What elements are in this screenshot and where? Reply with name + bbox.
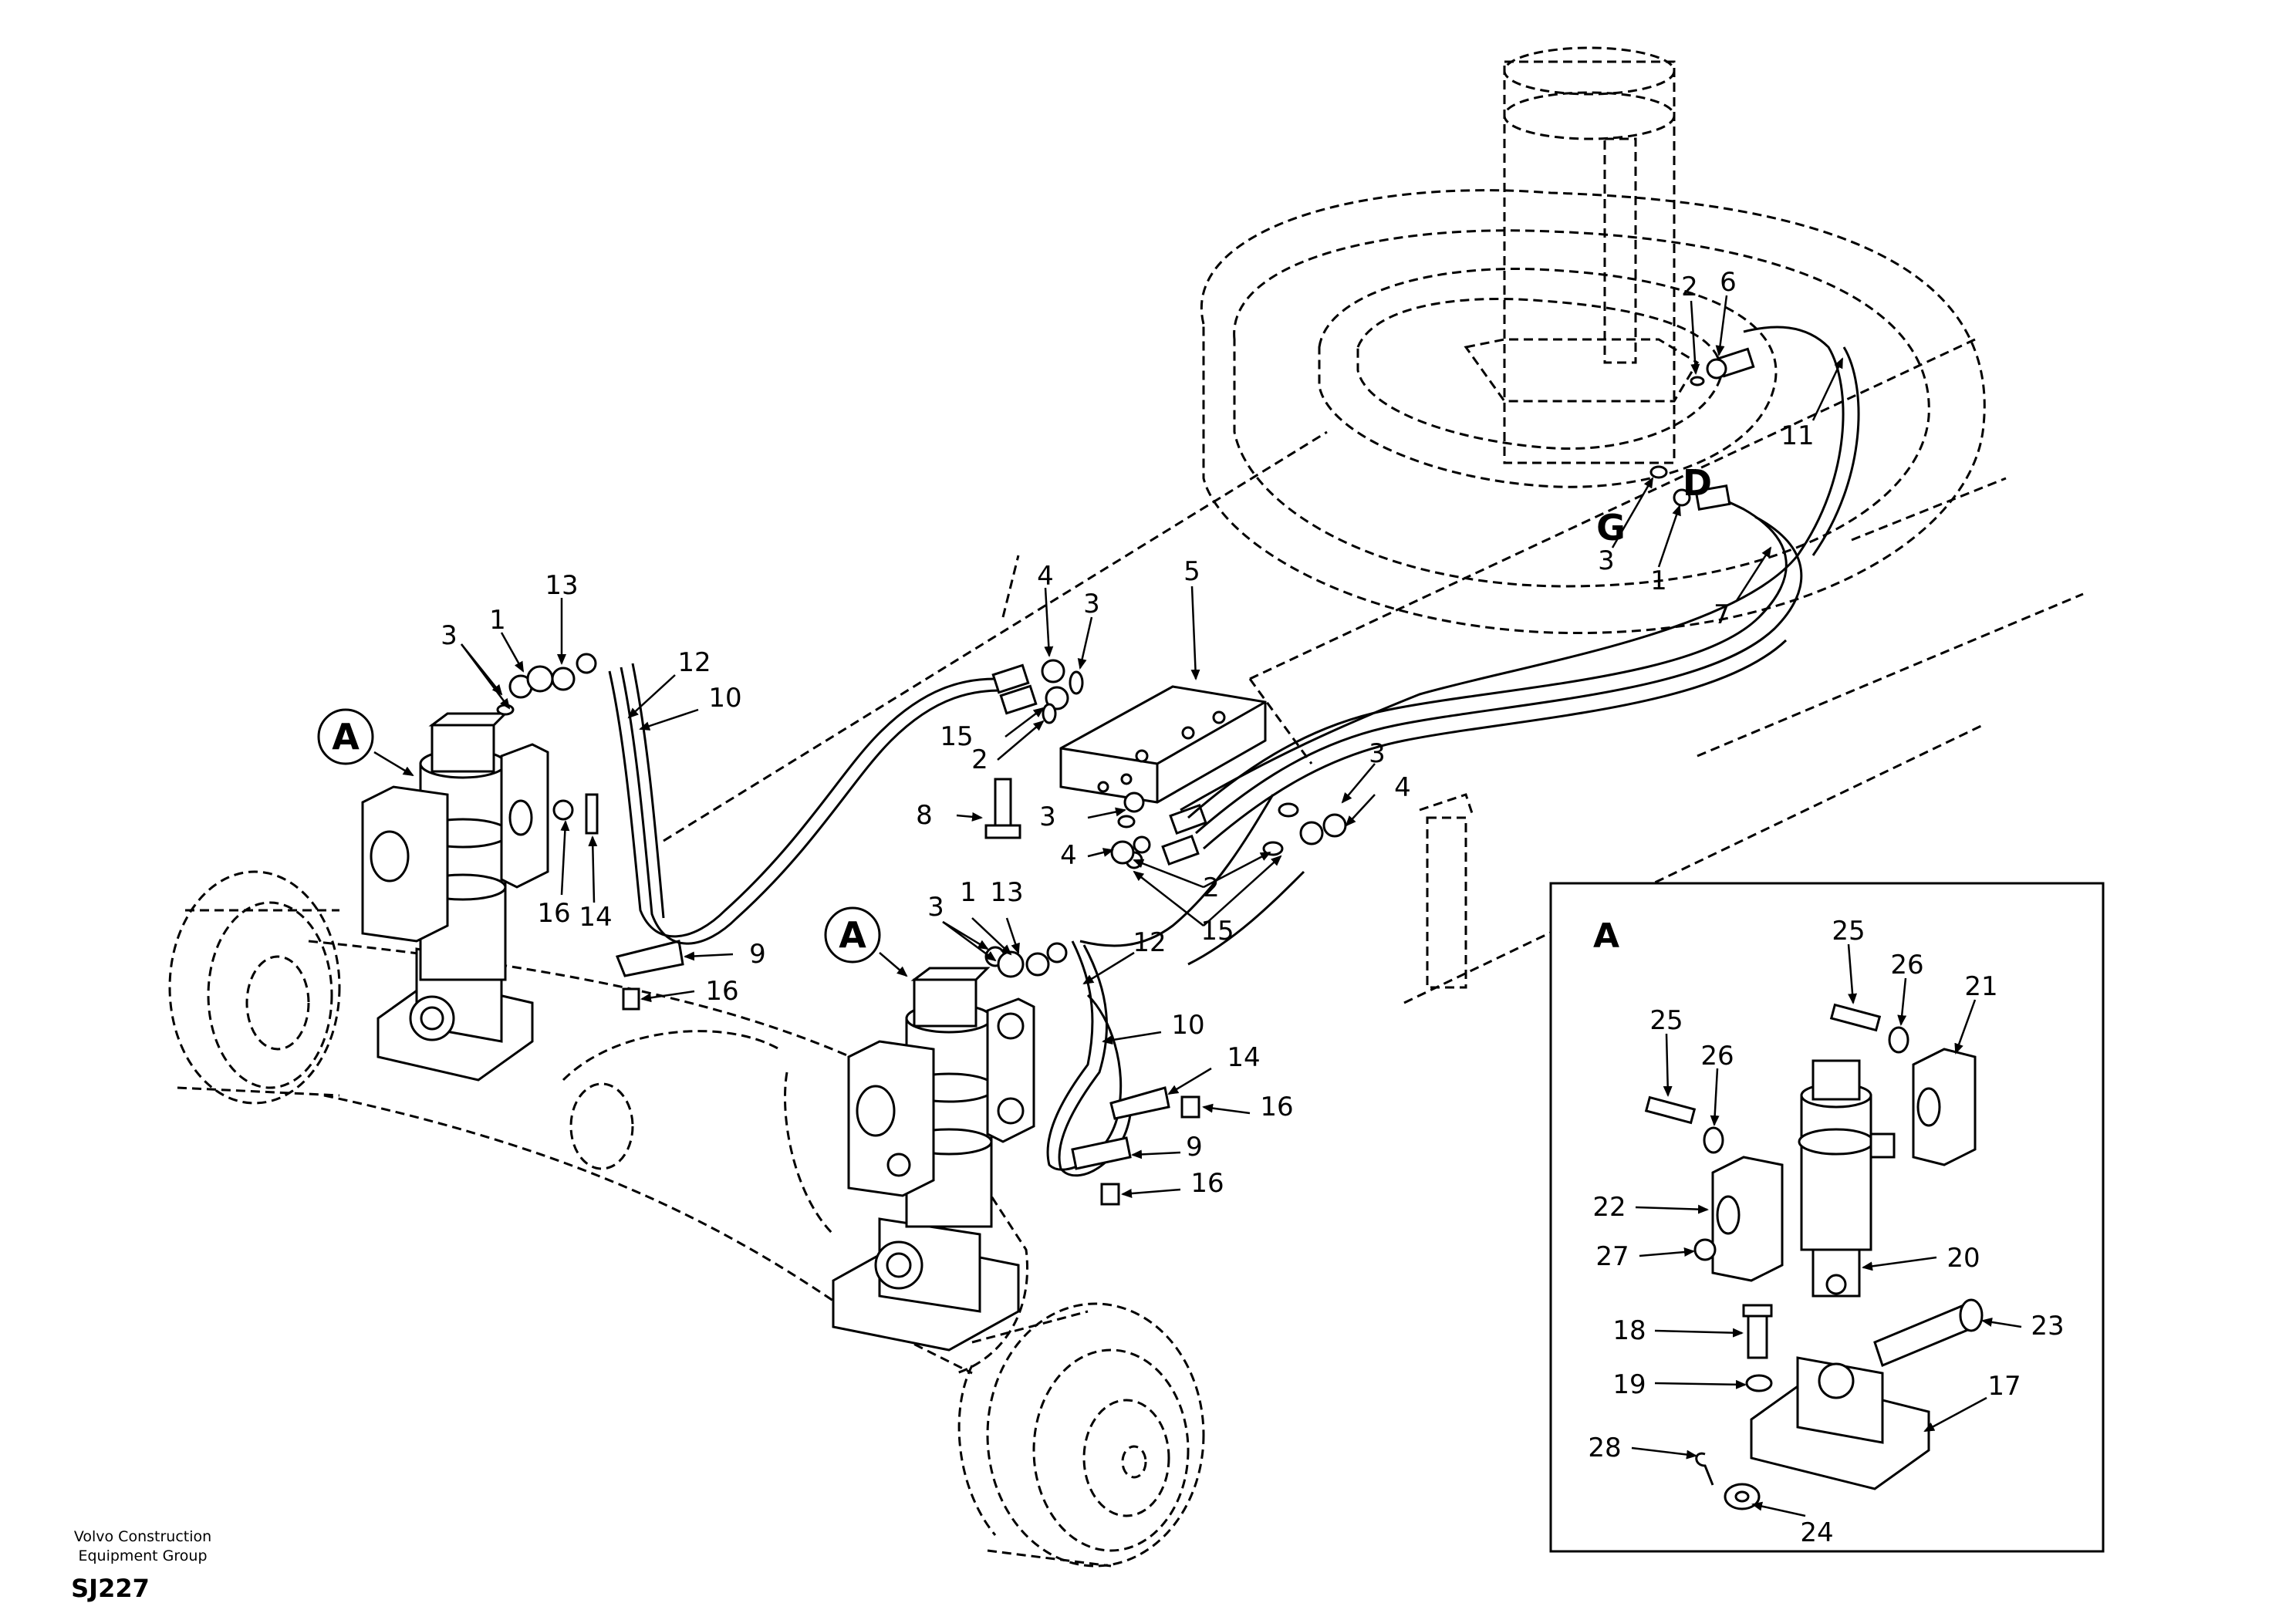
part-number: 13 (545, 570, 578, 601)
part-number: 20 (1947, 1243, 1980, 1274)
part-number: 3 (1083, 589, 1100, 619)
part-number: 3 (1369, 738, 1386, 769)
inset-detail-a (1549, 882, 2105, 1553)
part-number: 4 (1037, 561, 1054, 592)
part-number: 18 (1612, 1315, 1646, 1346)
part-number: 13 (990, 877, 1023, 908)
part-number: 25 (1649, 1005, 1683, 1036)
part-number: 14 (1227, 1042, 1260, 1073)
part-number: 26 (1700, 1041, 1734, 1072)
part-number: 3 (1039, 802, 1056, 832)
part-number: 14 (579, 902, 612, 933)
part-number: 19 (1612, 1369, 1646, 1400)
part-number: 2 (1681, 272, 1698, 302)
part-number: 11 (1781, 420, 1814, 451)
part-number: 12 (677, 647, 711, 678)
port-d-label: D (1683, 462, 1712, 504)
part-number: 6 (1720, 267, 1737, 298)
port-g-label: G (1596, 507, 1626, 548)
part-number: 16 (1190, 1168, 1224, 1199)
part-number: 15 (1200, 916, 1234, 947)
inset-title: A (1593, 916, 1619, 956)
distribution-block-and-hoses (608, 326, 1860, 966)
part-numbers: 13 1 3 12 10 16 14 9 16 4 3 5 15 2 8 3 4… (441, 267, 2064, 1548)
part-number: 1 (489, 605, 506, 636)
part-number: 25 (1832, 916, 1865, 947)
part-number: 3 (441, 620, 458, 651)
part-number: 21 (1964, 971, 1997, 1002)
part-number: 2 (1203, 872, 1220, 903)
part-number: 3 (927, 892, 944, 923)
part-number: 16 (1260, 1092, 1293, 1122)
part-number: 17 (1987, 1371, 2021, 1402)
company-name-line1: Volvo Construction (74, 1528, 211, 1545)
part-number: 8 (916, 800, 933, 831)
part-number: 24 (1800, 1517, 1833, 1548)
part-number: 27 (1595, 1241, 1629, 1272)
part-number: 2 (971, 744, 988, 775)
part-number: 15 (940, 721, 973, 752)
company-name-line2: Equipment Group (78, 1547, 207, 1564)
part-number: 26 (1890, 950, 1923, 980)
part-number: 9 (749, 939, 766, 970)
callout-a-left-label: A (332, 716, 360, 758)
part-number: 4 (1060, 840, 1077, 871)
part-number: 12 (1133, 927, 1166, 958)
drawing-code: SJ227 (71, 1574, 150, 1603)
callout-a-left: A (317, 708, 374, 765)
front-axle-ghost (168, 870, 1205, 1568)
part-number: 1 (1650, 565, 1667, 596)
callout-a-right-label: A (839, 914, 866, 956)
part-number: 10 (708, 683, 741, 714)
part-number: 3 (1598, 545, 1615, 576)
left-lock-cylinder (361, 653, 684, 1082)
part-number: 16 (705, 976, 738, 1007)
part-number: 16 (537, 898, 570, 929)
part-number: 5 (1183, 556, 1200, 587)
part-number: 10 (1171, 1010, 1204, 1041)
footer: Volvo Construction Equipment Group SJ227 (71, 1528, 211, 1603)
right-lock-cylinder (832, 940, 1200, 1352)
part-number: 9 (1186, 1132, 1203, 1163)
part-number: 7 (1714, 599, 1730, 630)
leader-lines (373, 295, 2022, 1517)
part-number: 28 (1588, 1433, 1621, 1463)
part-number: 22 (1592, 1192, 1626, 1223)
swivel-joint-ghost (663, 46, 2084, 1004)
part-number: 1 (960, 877, 977, 908)
callout-a-right: A (824, 906, 881, 964)
part-number: 4 (1394, 772, 1411, 803)
part-number: 23 (2031, 1311, 2064, 1342)
